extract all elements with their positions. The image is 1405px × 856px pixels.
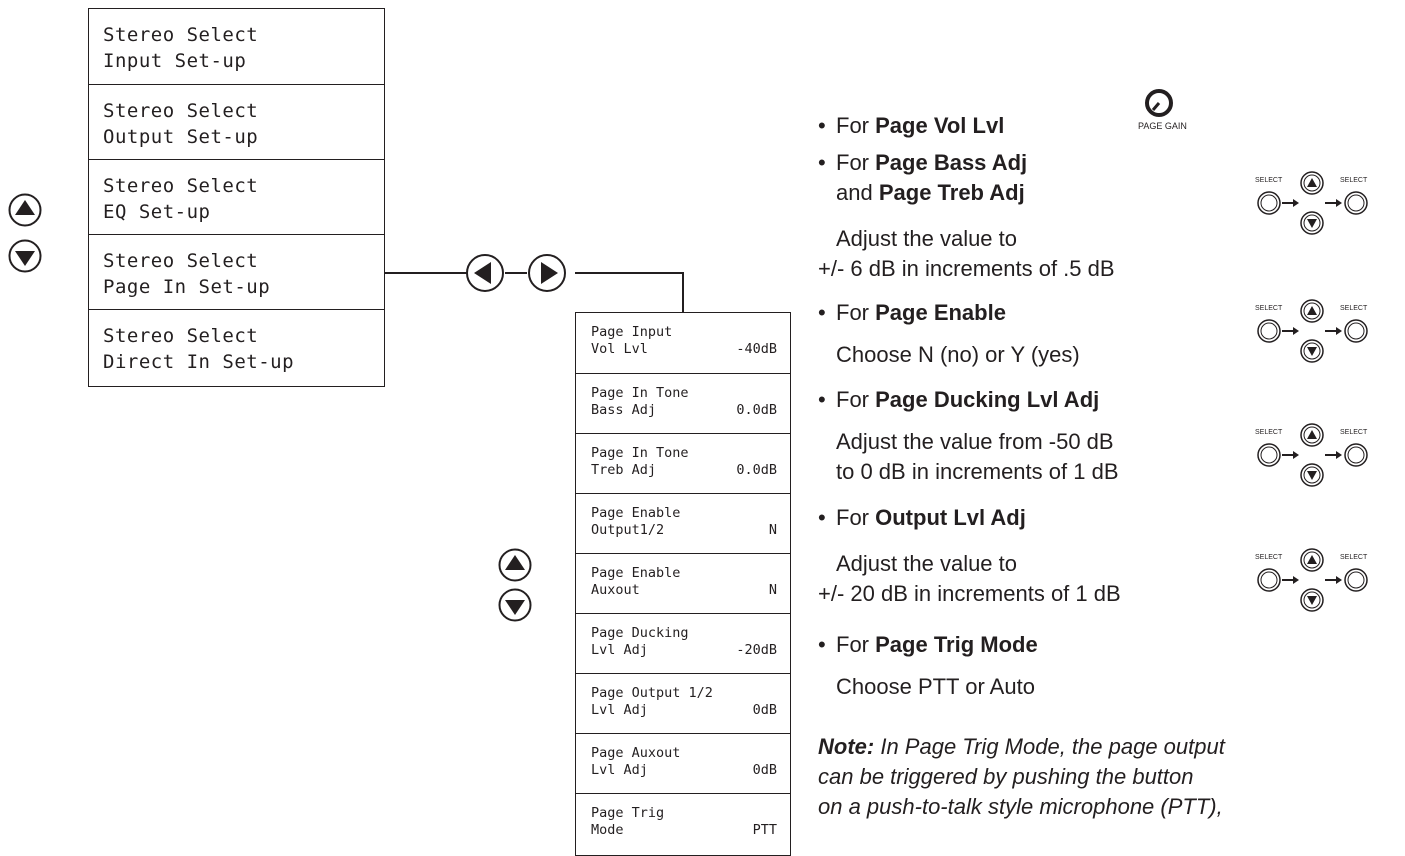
connector-line [682, 272, 684, 312]
menu-line1: Stereo Select [103, 250, 259, 272]
submenu-line2: Vol Lvl [591, 341, 648, 357]
menu-item-page-in-setup: Stereo Select Page In Set-up [88, 235, 385, 310]
down-arrow-button-icon [8, 239, 42, 273]
submenu-line1: Page Enable [591, 505, 681, 521]
menu-line2: Output Set-up [103, 126, 259, 148]
connector-line [575, 272, 683, 274]
submenu-item: Page In Tone Treb Adj 0.0dB [575, 434, 791, 494]
page-gain-label: PAGE GAIN [1138, 121, 1187, 131]
submenu-line1: Page Auxout [591, 745, 681, 761]
page-gain-knob-icon [1145, 89, 1173, 117]
submenu-item: Page Ducking Lvl Adj -20dB [575, 614, 791, 674]
submenu-value: 0.0dB [736, 402, 777, 418]
submenu-value: 0dB [752, 762, 777, 778]
select-adjust-select-icon [1257, 299, 1368, 363]
submenu-item: Page In Tone Bass Adj 0.0dB [575, 374, 791, 434]
submenu-item: Page Trig Mode PTT [575, 794, 791, 856]
submenu-line1: Page Input [591, 324, 673, 340]
submenu-value: -20dB [736, 642, 777, 658]
submenu-line1: Page Trig [591, 805, 665, 821]
submenu-line2: Mode [591, 822, 624, 838]
submenu-value: 0.0dB [736, 462, 777, 478]
menu-item-direct-in-setup: Stereo Select Direct In Set-up [88, 310, 385, 387]
submenu-item: Page Auxout Lvl Adj 0dB [575, 734, 791, 794]
connector-line [505, 272, 527, 274]
select-adjust-select-icon [1257, 171, 1368, 235]
note: Note: In Page Trig Mode, the page output… [818, 734, 1225, 819]
submenu-line2: Output1/2 [591, 522, 665, 538]
submenu-line1: Page In Tone [591, 445, 689, 461]
menu-item-eq-setup: Stereo Select EQ Set-up [88, 160, 385, 235]
right-arrow-button-icon [528, 254, 566, 292]
submenu-item: Page Enable Output1/2 N [575, 494, 791, 554]
submenu-line1: Page Ducking [591, 625, 689, 641]
up-arrow-button-icon [8, 193, 42, 227]
submenu-line2: Bass Adj [591, 402, 657, 418]
select-adjust-select-icon [1257, 423, 1368, 487]
submenu-value: -40dB [736, 341, 777, 357]
menu-line2: Input Set-up [103, 50, 247, 72]
submenu-line2: Lvl Adj [591, 762, 648, 778]
submenu-value: 0dB [752, 702, 777, 718]
menu-line1: Stereo Select [103, 100, 259, 122]
submenu-item: Page Output 1/2 Lvl Adj 0dB [575, 674, 791, 734]
up-arrow-button-icon [498, 548, 532, 582]
left-arrow-button-icon [466, 254, 504, 292]
submenu-line2: Treb Adj [591, 462, 657, 478]
submenu-line1: Page Enable [591, 565, 681, 581]
submenu-line2: Auxout [591, 582, 640, 598]
note-label: Note: [818, 734, 875, 759]
menu-line1: Stereo Select [103, 175, 259, 197]
submenu-line2: Lvl Adj [591, 642, 648, 658]
menu-item-input-setup: Stereo Select Input Set-up [88, 8, 385, 85]
submenu-value: N [768, 522, 777, 538]
submenu-line1: Page Output 1/2 [591, 685, 713, 701]
submenu-item: Page Enable Auxout N [575, 554, 791, 614]
menu-line2: Page In Set-up [103, 276, 271, 298]
submenu-item: Page Input Vol Lvl -40dB [575, 312, 791, 374]
connector-line [385, 272, 467, 274]
down-arrow-button-icon [498, 588, 532, 622]
submenu-value: PTT [752, 822, 777, 838]
menu-item-output-setup: Stereo Select Output Set-up [88, 85, 385, 160]
submenu-line2: Lvl Adj [591, 702, 648, 718]
submenu-line1: Page In Tone [591, 385, 689, 401]
submenu-value: N [768, 582, 777, 598]
menu-line1: Stereo Select [103, 24, 259, 46]
menu-line2: Direct In Set-up [103, 351, 295, 373]
select-adjust-select-icon [1257, 548, 1368, 612]
menu-line1: Stereo Select [103, 325, 259, 347]
menu-line2: EQ Set-up [103, 201, 211, 223]
